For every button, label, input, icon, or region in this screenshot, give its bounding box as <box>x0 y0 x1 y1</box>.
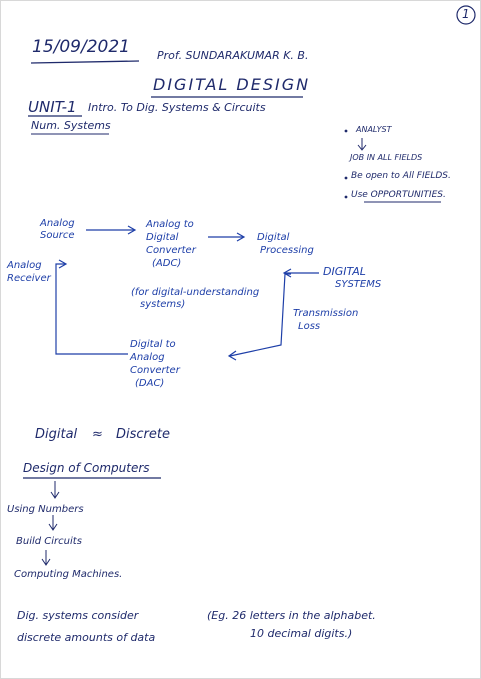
bullet-dot <box>344 195 348 199</box>
design-heading: Design of Computers <box>23 461 150 475</box>
note-analyst: ANALYST <box>356 125 392 134</box>
flow-arrows <box>55 225 319 361</box>
dac-block-label: Digital to Analog Converter (DAC) <box>130 339 180 389</box>
equivalence-right: Discrete <box>116 427 170 442</box>
page-number: 1 <box>462 7 470 21</box>
design-step-circuits: Build Circuits <box>16 536 82 547</box>
note-opportunities: Use OPPORTUNITIES. <box>351 190 446 200</box>
professor-name: Prof. SUNDARAKUMAR K. B. <box>157 49 309 62</box>
analog-receiver-label: Analog Receiver <box>7 260 51 284</box>
page-title: DIGITAL DESIGN <box>153 75 311 94</box>
date: 15/09/2021 <box>32 37 130 57</box>
design-arrows <box>41 481 60 566</box>
page-number-circle <box>456 5 476 25</box>
example-text: (Eg. 26 letters in the alphabet. 10 deci… <box>207 609 376 640</box>
subtopic: Num. Systems <box>31 119 111 132</box>
unit-label: UNIT-1 <box>28 98 77 116</box>
unit-topic: Intro. To Dig. Systems & Circuits <box>88 101 266 114</box>
bullet-dot <box>344 129 348 133</box>
digital-systems-label: DIGITAL SYSTEMS <box>323 265 382 290</box>
note-open: Be open to All FIELDS. <box>351 171 451 181</box>
design-step-numbers: Using Numbers <box>7 504 84 515</box>
transmission-loss-label: Transmission Loss <box>293 308 359 332</box>
arrow-systems-to-dac <box>229 273 291 357</box>
equivalence-left: Digital <box>35 427 78 442</box>
arrow-dac-to-receiver <box>55 263 128 355</box>
conclusion-text: Dig. systems consider discrete amounts o… <box>17 609 156 644</box>
bullet-dot <box>344 176 348 180</box>
date-underline <box>30 60 140 64</box>
adc-block-label: Analog to Digital Converter (ADC) <box>146 219 196 269</box>
digital-processing-label: Digital Processing <box>257 232 314 256</box>
note-jobs: JOB IN ALL FIELDS <box>350 153 423 162</box>
approx-symbol: ≈ <box>92 427 103 442</box>
design-step-machines: Computing Machines. <box>14 569 123 580</box>
adc-note: (for digital-understanding systems) <box>131 287 260 310</box>
